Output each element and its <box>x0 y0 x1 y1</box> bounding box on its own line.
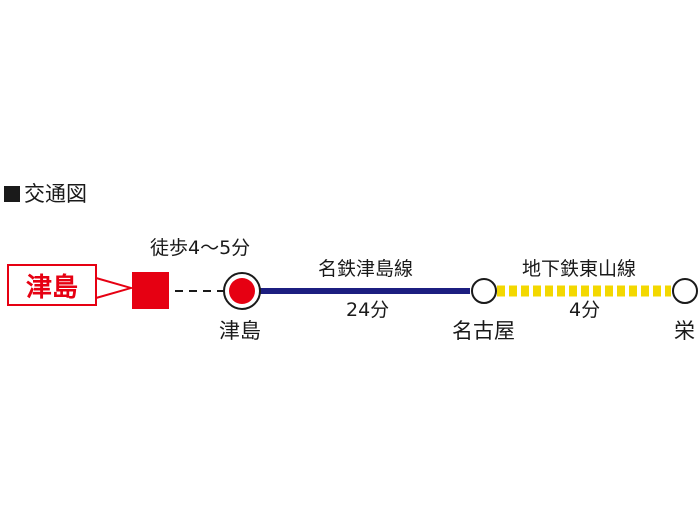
station-name-sakae: 栄 <box>674 319 695 343</box>
destination-pointer-arrow <box>95 276 135 300</box>
tsushima-station-red-dot <box>229 278 255 304</box>
destination-label: 津島 <box>25 272 78 303</box>
heading-text: 交通図 <box>24 182 87 206</box>
nagoya-station-dot <box>471 278 497 304</box>
line-time-higashiyama: 4分 <box>569 299 601 321</box>
line-name-meitetsu-tsushima: 名鉄津島線 <box>318 258 414 280</box>
destination-label-box: 津島 <box>7 264 97 306</box>
destination-square-marker <box>132 272 169 309</box>
diagram-heading: 交通図 <box>4 180 87 208</box>
line-name-higashiyama: 地下鉄東山線 <box>522 258 637 280</box>
black-square-icon <box>4 186 20 202</box>
walk-time-label: 徒歩4～5分 <box>150 237 251 259</box>
sakae-station-dot <box>672 278 698 304</box>
station-name-tsushima: 津島 <box>219 319 261 343</box>
station-name-nagoya: 名古屋 <box>452 319 515 343</box>
line-time-meitetsu-tsushima: 24分 <box>346 299 390 321</box>
